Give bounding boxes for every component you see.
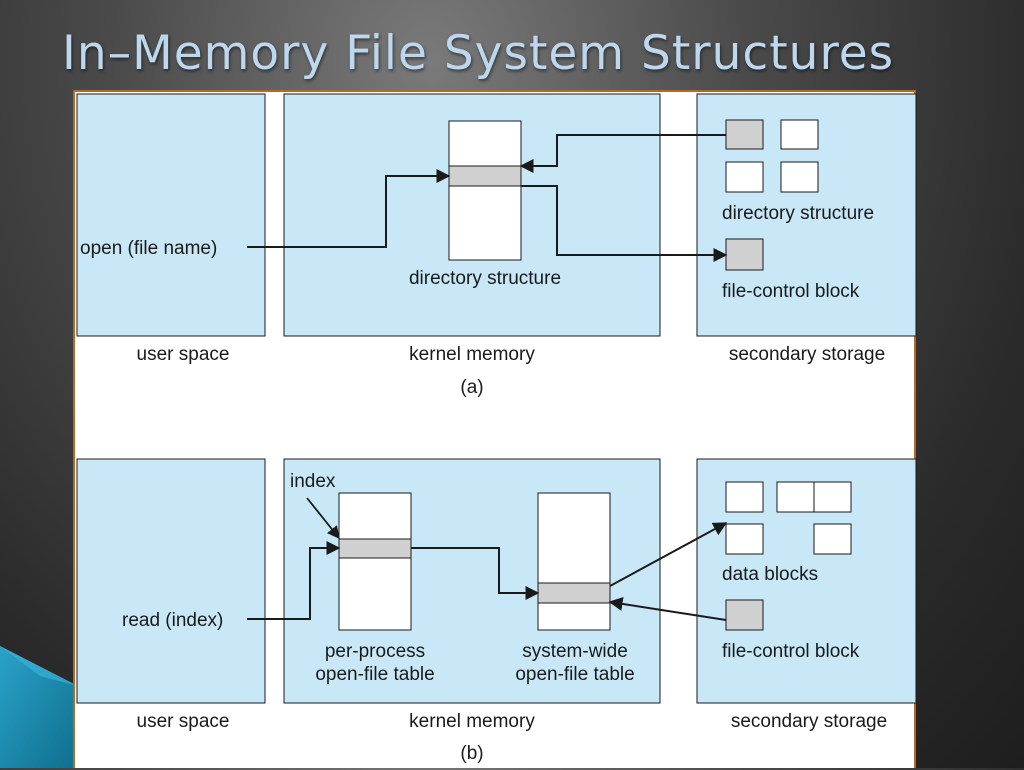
file-system-diagram: open (file name) directory structure dir…	[76, 93, 917, 764]
caption-a: (a)	[460, 377, 483, 398]
kernel-directory-entry	[448, 165, 522, 187]
system-wide-label-line1: system-wide	[522, 641, 628, 662]
caption-b: (b)	[460, 743, 483, 764]
per-process-table-entry	[338, 538, 412, 559]
disk-directory-block-1	[725, 119, 764, 150]
secondary-storage-label-a: secondary storage	[729, 344, 885, 365]
disk-directory-label: directory structure	[722, 203, 874, 224]
data-block-3	[813, 481, 852, 513]
kernel-memory-label-b: kernel memory	[409, 711, 535, 732]
data-blocks-label: data blocks	[722, 564, 818, 585]
kernel-directory-label: directory structure	[409, 268, 561, 289]
secondary-storage-label-b: secondary storage	[731, 711, 887, 732]
user-space-region-b	[76, 458, 266, 704]
open-call-arrow	[247, 169, 451, 248]
per-process-label-line1: per-process	[325, 641, 425, 662]
data-block-1	[725, 481, 764, 513]
system-wide-label-line2: open-file table	[515, 664, 634, 685]
data-blocks-arrow	[609, 522, 728, 587]
slide-title: In–Memory File System Structures	[62, 26, 895, 81]
read-call-label: read (index)	[122, 610, 223, 631]
per-process-label-line2: open-file table	[315, 664, 434, 685]
disk-directory-block-2	[780, 119, 819, 150]
data-block-4	[725, 523, 764, 555]
disk-fcb-label-a: file-control block	[722, 281, 860, 302]
user-space-label-b: user space	[137, 711, 230, 732]
disk-fcb-block-a	[725, 238, 764, 271]
data-block-2	[776, 481, 815, 513]
diagram-frame: open (file name) directory structure dir…	[73, 90, 917, 768]
data-block-5	[813, 523, 852, 555]
read-call-arrow	[247, 541, 341, 620]
kernel-directory-table	[448, 120, 522, 261]
disk-fcb-block-b	[725, 599, 764, 631]
decorative-accent-shape	[0, 646, 78, 768]
table-link-arrow	[411, 547, 540, 600]
per-process-open-file-table	[338, 492, 412, 631]
fcb-fetch-arrow	[521, 185, 728, 262]
directory-load-arrow	[519, 134, 726, 173]
kernel-memory-label-a: kernel memory	[409, 344, 535, 365]
index-pointer-arrow	[306, 497, 340, 539]
disk-directory-block-3	[725, 161, 764, 193]
system-wide-open-file-table	[537, 492, 611, 631]
user-space-label-a: user space	[137, 344, 230, 365]
open-call-label: open (file name)	[80, 238, 217, 259]
disk-fcb-label-b: file-control block	[722, 641, 860, 662]
user-space-region-a	[76, 93, 266, 337]
system-wide-table-entry	[537, 582, 611, 604]
fcb-to-table-arrow	[608, 597, 727, 621]
index-label: index	[290, 471, 336, 492]
disk-directory-block-4	[780, 161, 819, 193]
